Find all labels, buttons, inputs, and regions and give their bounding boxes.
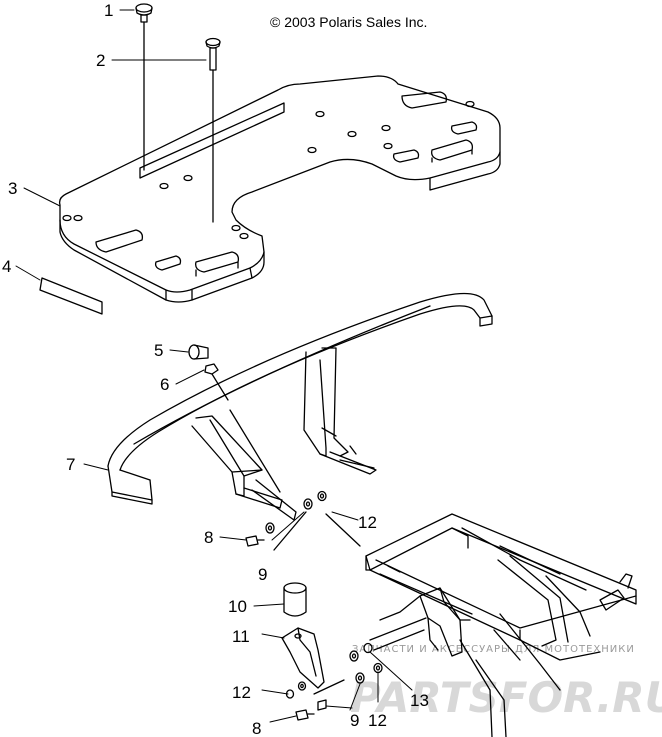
callout-12-left: 12 — [232, 683, 251, 702]
part-4-strip — [39, 277, 103, 315]
part-1-bolt — [135, 3, 153, 23]
leader-lines — [15, 9, 413, 723]
callout-12-lower: 12 — [368, 711, 387, 730]
part-7-tube-rail — [107, 292, 493, 521]
callout-9-lower: 9 — [350, 711, 359, 730]
copyright-notice: © 2003 Polaris Sales Inc. — [270, 14, 427, 30]
frame-assembly — [365, 513, 637, 737]
fasteners-lower — [285, 629, 425, 721]
callout-12-upper: 12 — [358, 513, 377, 532]
watermark-logo: PARTSFOR.RU — [350, 673, 662, 722]
callout-6: 6 — [160, 375, 169, 394]
callout-11: 11 — [232, 627, 250, 646]
callout-10: 10 — [228, 597, 247, 616]
callout-1: 1 — [104, 1, 113, 20]
callout-5: 5 — [154, 341, 163, 360]
callout-labels: 1 2 3 4 5 6 7 8 9 10 11 12 12 8 9 12 13 — [2, 1, 429, 737]
watermark: PARTSFOR.RU ЗАПЧАСТИ И АКСЕССУАРЫ ДЛЯ МО… — [350, 644, 662, 722]
callout-9: 9 — [258, 565, 267, 584]
part-10-bumper — [283, 582, 307, 617]
callout-4: 4 — [2, 257, 11, 276]
callout-8-lower: 8 — [252, 719, 261, 737]
callout-7: 7 — [66, 455, 75, 474]
part-5-bolt — [188, 344, 209, 360]
fasteners-upper — [245, 490, 361, 551]
callout-13: 13 — [410, 691, 429, 710]
callout-8: 8 — [204, 528, 213, 547]
callout-3: 3 — [8, 179, 17, 198]
watermark-tagline: ЗАПЧАСТИ И АКСЕССУАРЫ ДЛЯ МОТОТЕХНИКИ — [352, 644, 635, 655]
part-3-rack-plate — [58, 75, 501, 303]
part-11-bracket — [281, 627, 325, 689]
part-2-pin — [205, 37, 221, 71]
callout-2: 2 — [96, 51, 105, 70]
